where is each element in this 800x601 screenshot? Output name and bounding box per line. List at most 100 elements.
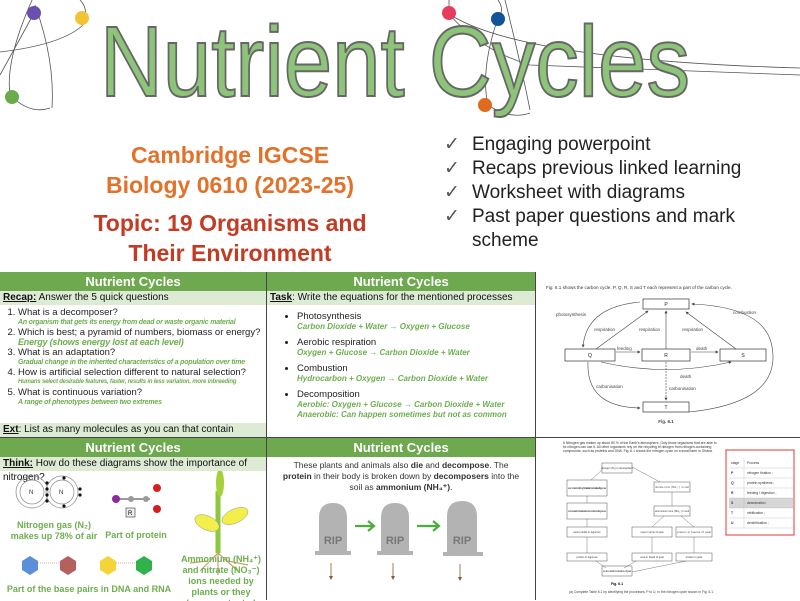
feature-item: ✓Recaps previous linked learning: [444, 158, 742, 179]
svg-text:carbonisation: carbonisation: [669, 386, 696, 391]
svg-text:Process: Process: [747, 461, 760, 465]
box-s: [719, 348, 767, 362]
svg-text:S: S: [731, 501, 734, 505]
n2-molecule-icon: [15, 475, 79, 509]
recap-questions: What is a decomposer?An organism that ge…: [0, 305, 266, 407]
bases-caption: Part of the base pairs in DNA and RNA: [6, 584, 172, 594]
svg-text:U: U: [731, 521, 734, 525]
nitrogen-cycle-diagram: 6 Nitrogen gas makes up about 80 % of th…: [563, 441, 795, 594]
svg-text:feeding: feeding: [617, 346, 632, 351]
svg-text:feeding / digestion ;: feeding / digestion ;: [747, 491, 776, 495]
svg-text:urea in urine of goat: urea in urine of goat: [640, 530, 663, 534]
svg-text:RIP: RIP: [453, 535, 471, 547]
amino-acid-icon: R: [112, 484, 161, 518]
svg-text:R: R: [731, 491, 734, 495]
svg-text:combustion: combustion: [733, 310, 757, 315]
svg-text:Fig. 6.1 shows the carbon cycl: Fig. 6.1 shows the carbon cycle. P, Q, R…: [546, 285, 732, 290]
svg-text:S: S: [741, 353, 745, 359]
svg-text:RIP: RIP: [386, 535, 404, 547]
svg-text:deamination: deamination: [747, 501, 766, 505]
check-icon: ✓: [444, 206, 460, 227]
tombstone-icon: [377, 503, 413, 555]
nitrogen-diagrams: N N R: [15, 471, 249, 575]
green-arrow-icon: [355, 520, 441, 532]
answer-table-border: [725, 449, 795, 536]
slide-header: Nutrient Cycles: [267, 438, 535, 457]
svg-text:Q: Q: [588, 353, 592, 359]
base-pair-icons: [22, 556, 152, 575]
list-item: Which is best; a pyramid of numbers, bio…: [18, 327, 262, 347]
svg-text:R: R: [128, 511, 133, 517]
svg-text:nitrification ;: nitrification ;: [747, 511, 765, 515]
box-t: [642, 401, 690, 413]
slide-previews: Nutrient Cycles Recap: Answer the 5 quic…: [0, 272, 800, 601]
slide-decomposition: Nutrient Cycles These plants and animals…: [267, 438, 535, 601]
svg-text:protein in faeces of goat: protein in faeces of goat: [677, 530, 711, 534]
svg-text:N: N: [59, 490, 63, 496]
svg-text:R: R: [664, 353, 668, 359]
box-p: [642, 298, 690, 310]
svg-text:nitrogen (N₂) in atmosphere: nitrogen (N₂) in atmosphere: [601, 466, 633, 470]
tombstone-icon: [443, 501, 483, 556]
feature-item: ✓Worksheet with diagrams: [444, 182, 685, 203]
ions-caption: Ammonium (NH₄⁺) and nitrate (NO₃⁻) ions …: [180, 554, 262, 601]
svg-text:(a) Complete Table 6.1 by ide: (a) Complete Table 6.1 by identifying th…: [569, 590, 714, 594]
main-title: Nutrient Cycles: [100, 6, 690, 118]
list-item: What is an adaptation?Gradual change in …: [18, 347, 262, 367]
hero-banner: Nutrient Cycles Cambridge IGCSE Biology …: [0, 0, 800, 272]
decompose-text: These plants and animals also die and de…: [282, 460, 520, 492]
tombstone-diagram: RIP RIP RIP: [315, 501, 483, 581]
pink-node-icon: [442, 6, 456, 20]
slide-header: Nutrient Cycles: [0, 438, 266, 457]
title-decoration: Nutrient Cycles: [0, 0, 800, 119]
feature-item: ✓Engaging powerpoint: [444, 134, 651, 155]
carbon-cycle-diagram: Fig. 6.1 shows the carbon cycle. P, Q, R…: [546, 285, 774, 424]
slide-carbon-cycle: Fig. 6.1 shows the carbon cycle. P, Q, R…: [536, 272, 800, 437]
check-icon: ✓: [444, 182, 460, 203]
svg-text:N: N: [29, 490, 33, 496]
green-node-icon: [5, 90, 19, 104]
extension-task: Ext: List as many molecules as you can t…: [0, 423, 266, 437]
course-info: Cambridge IGCSE Biology 0610 (2023-25) T…: [70, 140, 390, 268]
list-item: How is artificial selection different to…: [18, 367, 262, 387]
svg-text:carbonisation: carbonisation: [596, 384, 623, 389]
slide-recap: Nutrient Cycles Recap: Answer the 5 quic…: [0, 272, 266, 437]
slide-header: Nutrient Cycles: [0, 272, 266, 291]
svg-text:P: P: [664, 302, 668, 308]
tombstone-icon: [315, 503, 351, 555]
svg-text:RIP: RIP: [324, 535, 342, 547]
svg-text:Fig. 6.1: Fig. 6.1: [658, 419, 674, 424]
feature-list: ✓Engaging powerpoint ✓Recaps previous li…: [444, 133, 800, 253]
slide-equations: Nutrient Cycles Task: Write the equation…: [267, 272, 535, 437]
svg-text:ammonium ions (NH₄⁺) in soil: ammonium ions (NH₄⁺) in soil: [655, 509, 689, 513]
svg-text:amino acids in intestine of go: amino acids in intestine of goat: [603, 569, 631, 573]
svg-text:nitrogen fixation ;: nitrogen fixation ;: [747, 471, 773, 475]
feature-item: ✓Past paper questions and mark scheme: [444, 206, 735, 251]
svg-text:P: P: [731, 471, 734, 475]
svg-text:respiration: respiration: [682, 327, 704, 332]
plant-icon: [189, 471, 249, 575]
orange-node-icon: [478, 98, 492, 112]
svg-text:ammonium ions (NH₄⁺) in bacter: ammonium ions (NH₄⁺) in bacteria in root…: [568, 486, 607, 490]
svg-text:nitrate ions (NO₃⁻) in soil: nitrate ions (NO₃⁻) in soil: [655, 485, 689, 489]
n2-caption: Nitrogen gas (N₂) makes up 78% of air: [10, 520, 98, 541]
check-icon: ✓: [444, 158, 460, 179]
blue-node-icon: [491, 12, 505, 26]
svg-text:Fig. 6.1: Fig. 6.1: [611, 582, 623, 586]
slide-nitrogen-importance: Nutrient Cycles Think: How do these diag…: [0, 438, 266, 601]
svg-text:stage: stage: [731, 461, 739, 465]
box-q: [564, 348, 616, 362]
svg-text:protein synthesis ;: protein synthesis ;: [747, 481, 774, 485]
svg-text:T: T: [664, 405, 667, 411]
svg-text:respiration: respiration: [594, 327, 616, 332]
svg-text:denitrification ;: denitrification ;: [747, 521, 769, 525]
protein-caption: Part of protein: [105, 530, 167, 540]
yellow-node-icon: [75, 11, 89, 25]
svg-text:protein in legumes: protein in legumes: [576, 555, 598, 559]
